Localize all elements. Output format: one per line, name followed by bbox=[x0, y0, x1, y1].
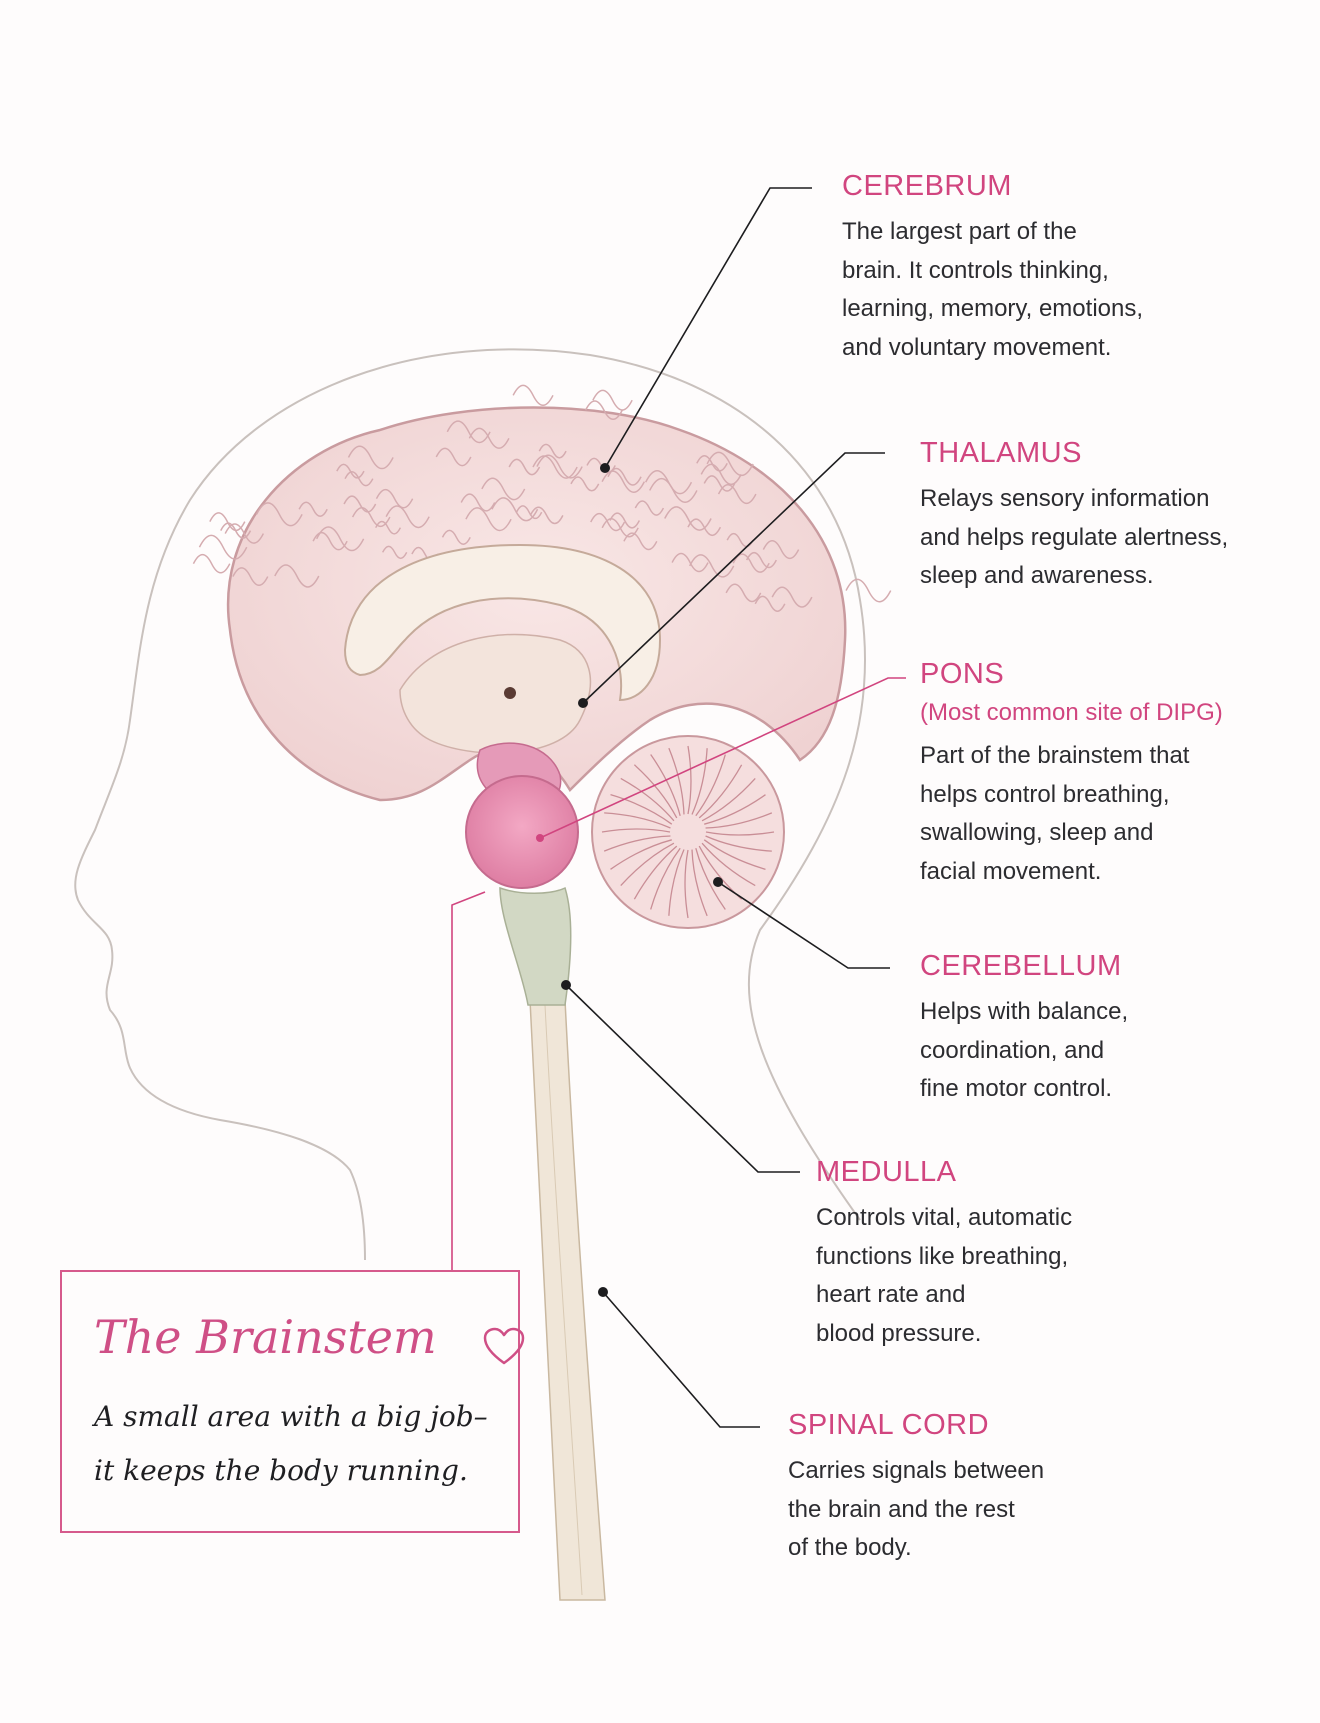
label-cerebellum: CEREBELLUM Helps with balance, coordinat… bbox=[920, 950, 1128, 1109]
callout-title: The Brainstem bbox=[94, 1310, 437, 1364]
label-thalamus: THALAMUS Relays sensory information and … bbox=[920, 437, 1228, 596]
label-description: Carries signals between the brain and th… bbox=[788, 1457, 1045, 1561]
label-title: SPINAL CORD bbox=[788, 1409, 990, 1441]
cerebellum-leader bbox=[717, 881, 890, 969]
cerebellum-shape bbox=[591, 735, 785, 929]
spinal-cord bbox=[529, 999, 606, 1601]
brainstem-callout-leader bbox=[451, 891, 486, 1270]
label-description: The largest part of the brain. It contro… bbox=[842, 218, 1144, 361]
cerebrum-leader bbox=[604, 187, 812, 469]
medulla-leader bbox=[565, 984, 800, 1173]
thalamus-leader bbox=[582, 452, 885, 704]
label-title: PONS bbox=[920, 658, 1005, 690]
callout-text: A small area with a big job– it keeps th… bbox=[94, 1400, 488, 1487]
label-title: MEDULLA bbox=[816, 1156, 957, 1188]
label-description: Controls vital, automatic functions like… bbox=[816, 1204, 1073, 1347]
label-title: THALAMUS bbox=[920, 437, 1082, 469]
label-description: Helps with balance, coordination, and fi… bbox=[920, 998, 1129, 1102]
label-medulla: MEDULLA Controls vital, automatic functi… bbox=[816, 1156, 1072, 1353]
medulla-shape bbox=[499, 886, 572, 1006]
label-pons: PONS (Most common site of DIPG) Part of … bbox=[920, 658, 1223, 891]
heart-icon bbox=[483, 1327, 525, 1365]
pons-shape bbox=[465, 775, 579, 889]
brainstem-callout-box: The Brainstem A small area with a big jo… bbox=[60, 1270, 525, 1533]
label-title: CEREBRUM bbox=[842, 170, 1012, 202]
head-outline bbox=[74, 348, 867, 1261]
spinal-cord-leader bbox=[602, 1291, 760, 1428]
label-description: Part of the brainstem that helps control… bbox=[920, 742, 1190, 885]
label-description: Relays sensory information and helps reg… bbox=[920, 485, 1229, 589]
label-title: CEREBELLUM bbox=[920, 950, 1122, 982]
label-subtitle: (Most common site of DIPG) bbox=[920, 699, 1223, 726]
corpus-callosum bbox=[343, 543, 662, 702]
label-cerebrum: CEREBRUM The largest part of the brain. … bbox=[842, 170, 1143, 367]
thalamus-shape bbox=[504, 687, 516, 699]
label-spinal-cord: SPINAL CORD Carries signals between the … bbox=[788, 1409, 1044, 1568]
pons-leader bbox=[539, 677, 906, 839]
